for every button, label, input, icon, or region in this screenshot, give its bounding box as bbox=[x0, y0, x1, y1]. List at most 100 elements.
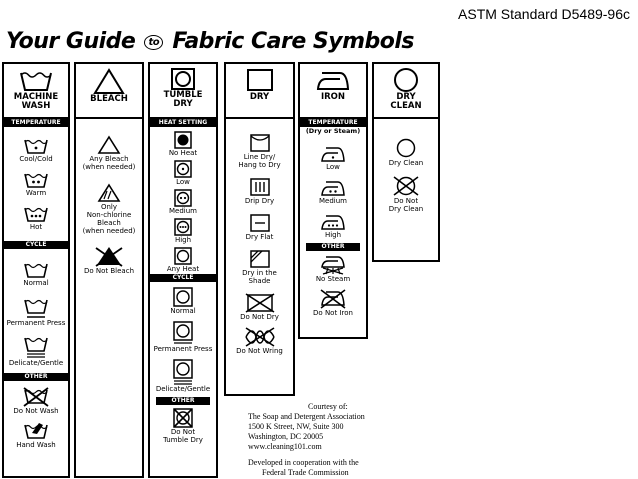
tumble-no-heat-icon bbox=[174, 131, 192, 149]
dry-clean-label: Dry Clean bbox=[388, 159, 424, 167]
dry-do-not-wring-item: Do Not Wring bbox=[226, 327, 293, 355]
bleach-header: BLEACH bbox=[76, 67, 142, 119]
credit-dev-line2: Federal Trade Commission bbox=[262, 468, 349, 477]
credit-org: The Soap and Detergent Association bbox=[248, 412, 365, 421]
wash-normal-item: Normal bbox=[4, 261, 68, 287]
wash-permanent-item: Permanent Press bbox=[4, 297, 68, 327]
dry-drip-item: Drip Dry bbox=[226, 177, 293, 205]
dry-clean-header: DRY CLEAN bbox=[374, 67, 438, 119]
wash-hot-item: Hot bbox=[4, 205, 68, 231]
standard-label: ASTM Standard D5489-96c bbox=[458, 6, 630, 22]
title-to-emblem: to bbox=[144, 34, 164, 50]
dry-header: DRY bbox=[226, 67, 293, 119]
wash-delicate-icon bbox=[24, 337, 48, 358]
tumble-any-heat-label: Any Heat bbox=[166, 265, 200, 273]
tumble-heat-bar: HEAT SETTING bbox=[150, 119, 216, 127]
wash-hand-label: Hand Wash bbox=[16, 441, 56, 449]
dry-clean-title-line1: DRY bbox=[396, 92, 416, 102]
iron-high-item: High bbox=[300, 213, 366, 239]
tumble-low-label: Low bbox=[176, 178, 190, 186]
wash-permanent-label: Permanent Press bbox=[6, 319, 66, 327]
tumble-medium-icon bbox=[174, 189, 192, 207]
title-part2: Fabric Care Symbols bbox=[172, 29, 415, 54]
tumble-do-not-line2: Tumble Dry bbox=[163, 436, 203, 444]
dry-flat-icon bbox=[249, 214, 270, 232]
wash-delicate-item: Delicate/Gentle bbox=[4, 335, 68, 367]
wash-cool-icon bbox=[24, 139, 48, 154]
iron-medium-icon bbox=[321, 181, 345, 196]
tumble-dry-column: TUMBLE DRY HEAT SETTING No Heat Low Medi… bbox=[148, 62, 218, 478]
iron-no-steam-item: No Steam bbox=[300, 255, 366, 283]
dry-shade-item: Dry in the Shade bbox=[226, 249, 293, 285]
tumble-no-heat-item: No Heat bbox=[150, 131, 216, 157]
dry-do-not-item: Do Not Dry bbox=[226, 293, 293, 321]
tumble-delicate-label: Delicate/Gentle bbox=[155, 385, 211, 393]
bleach-triangle-icon bbox=[93, 68, 125, 94]
machine-wash-header: MACHINE WASH bbox=[4, 67, 68, 119]
tumble-normal-label: Normal bbox=[170, 307, 196, 315]
machine-wash-title: MACHINE WASH bbox=[13, 92, 59, 111]
wash-normal-label: Normal bbox=[23, 279, 49, 287]
wash-do-not-label: Do Not Wash bbox=[13, 407, 59, 415]
tumble-permanent-label: Permanent Press bbox=[153, 345, 213, 353]
wash-do-not-item: Do Not Wash bbox=[4, 387, 68, 415]
dry-drip-label: Drip Dry bbox=[244, 197, 275, 205]
wash-normal-icon bbox=[24, 263, 48, 278]
dry-clean-circle-icon bbox=[394, 68, 418, 92]
tumble-high-label: High bbox=[174, 236, 192, 244]
tumble-normal-icon bbox=[173, 287, 193, 307]
iron-low-icon bbox=[321, 147, 345, 162]
dry-shade-line2: Shade bbox=[248, 277, 271, 285]
tumble-delicate-icon bbox=[173, 359, 193, 385]
bleach-any-line1: Any Bleach bbox=[89, 155, 129, 163]
dry-in-shade-icon bbox=[249, 250, 270, 268]
tumble-high-item: High bbox=[150, 218, 216, 244]
iron-medium-label: Medium bbox=[319, 197, 347, 205]
tumble-any-heat-item: Any Heat bbox=[150, 247, 216, 273]
dry-line-line2: Hang to Dry bbox=[238, 161, 281, 169]
tumble-permanent-icon bbox=[173, 321, 193, 344]
iron-low-label: Low bbox=[326, 163, 340, 171]
tumble-delicate-item: Delicate/Gentle bbox=[150, 359, 216, 393]
wash-hand-item: Hand Wash bbox=[4, 421, 68, 449]
dry-clean-icon bbox=[396, 138, 416, 158]
iron-header: IRON bbox=[300, 67, 366, 119]
dry-column: DRY Line Dry/ Hang to Dry Drip Dry Dry F… bbox=[224, 62, 295, 396]
bleach-nonchlorine-line2: Non-chlorine bbox=[86, 211, 132, 219]
line-dry-icon bbox=[249, 134, 270, 152]
bleach-any-item: Any Bleach (when needed) bbox=[76, 135, 142, 171]
credit-block: Courtesy of: The Soap and Detergent Asso… bbox=[248, 402, 365, 478]
do-not-dry-clean-icon bbox=[393, 176, 419, 196]
credit-city: Washington, DC 20005 bbox=[248, 432, 324, 441]
iron-other-bar: OTHER bbox=[306, 243, 360, 251]
dry-square-icon bbox=[246, 69, 273, 91]
dry-clean-do-not-item: Do Not Dry Clean bbox=[374, 175, 438, 213]
hand-wash-icon bbox=[24, 423, 48, 439]
drip-dry-icon bbox=[249, 178, 270, 196]
wash-hot-label: Hot bbox=[29, 223, 43, 231]
iron-low-item: Low bbox=[300, 145, 366, 171]
iron-title: IRON bbox=[320, 92, 346, 102]
iron-column: IRON TEMPERATURE (Dry or Steam) Low Medi… bbox=[298, 62, 368, 339]
page-title: Your Guide to Fabric Care Symbols bbox=[6, 29, 415, 54]
tumble-no-heat-label: No Heat bbox=[168, 149, 198, 157]
dry-clean-do-not-line2: Dry Clean bbox=[388, 205, 424, 213]
bleach-title: BLEACH bbox=[90, 94, 128, 104]
dry-shade-line1: Dry in the bbox=[242, 269, 277, 277]
do-not-dry-icon bbox=[245, 293, 274, 313]
dry-title: DRY bbox=[249, 92, 270, 102]
tumble-low-icon bbox=[174, 160, 192, 178]
bleach-nonchlorine-line4: (when needed) bbox=[82, 227, 136, 235]
wash-tub-icon bbox=[20, 72, 52, 91]
iron-no-steam-label: No Steam bbox=[315, 275, 351, 283]
tumble-title-line1: TUMBLE bbox=[163, 90, 203, 100]
dry-clean-column: DRY CLEAN Dry Clean Do Not Dry Clean bbox=[372, 62, 440, 262]
bleach-do-not-item: Do Not Bleach bbox=[76, 245, 142, 275]
tumble-do-not-line1: Do Not bbox=[170, 428, 196, 436]
dry-do-not-wring-label: Do Not Wring bbox=[236, 347, 283, 355]
tumble-other-bar: OTHER bbox=[156, 397, 210, 405]
credit-web: www.cleaning101.com bbox=[248, 442, 322, 451]
machine-wash-column: MACHINE WASH TEMPERATURE Cool/Cold Warm … bbox=[2, 62, 70, 478]
non-chlorine-bleach-icon bbox=[97, 183, 121, 202]
do-not-iron-icon bbox=[320, 289, 346, 309]
